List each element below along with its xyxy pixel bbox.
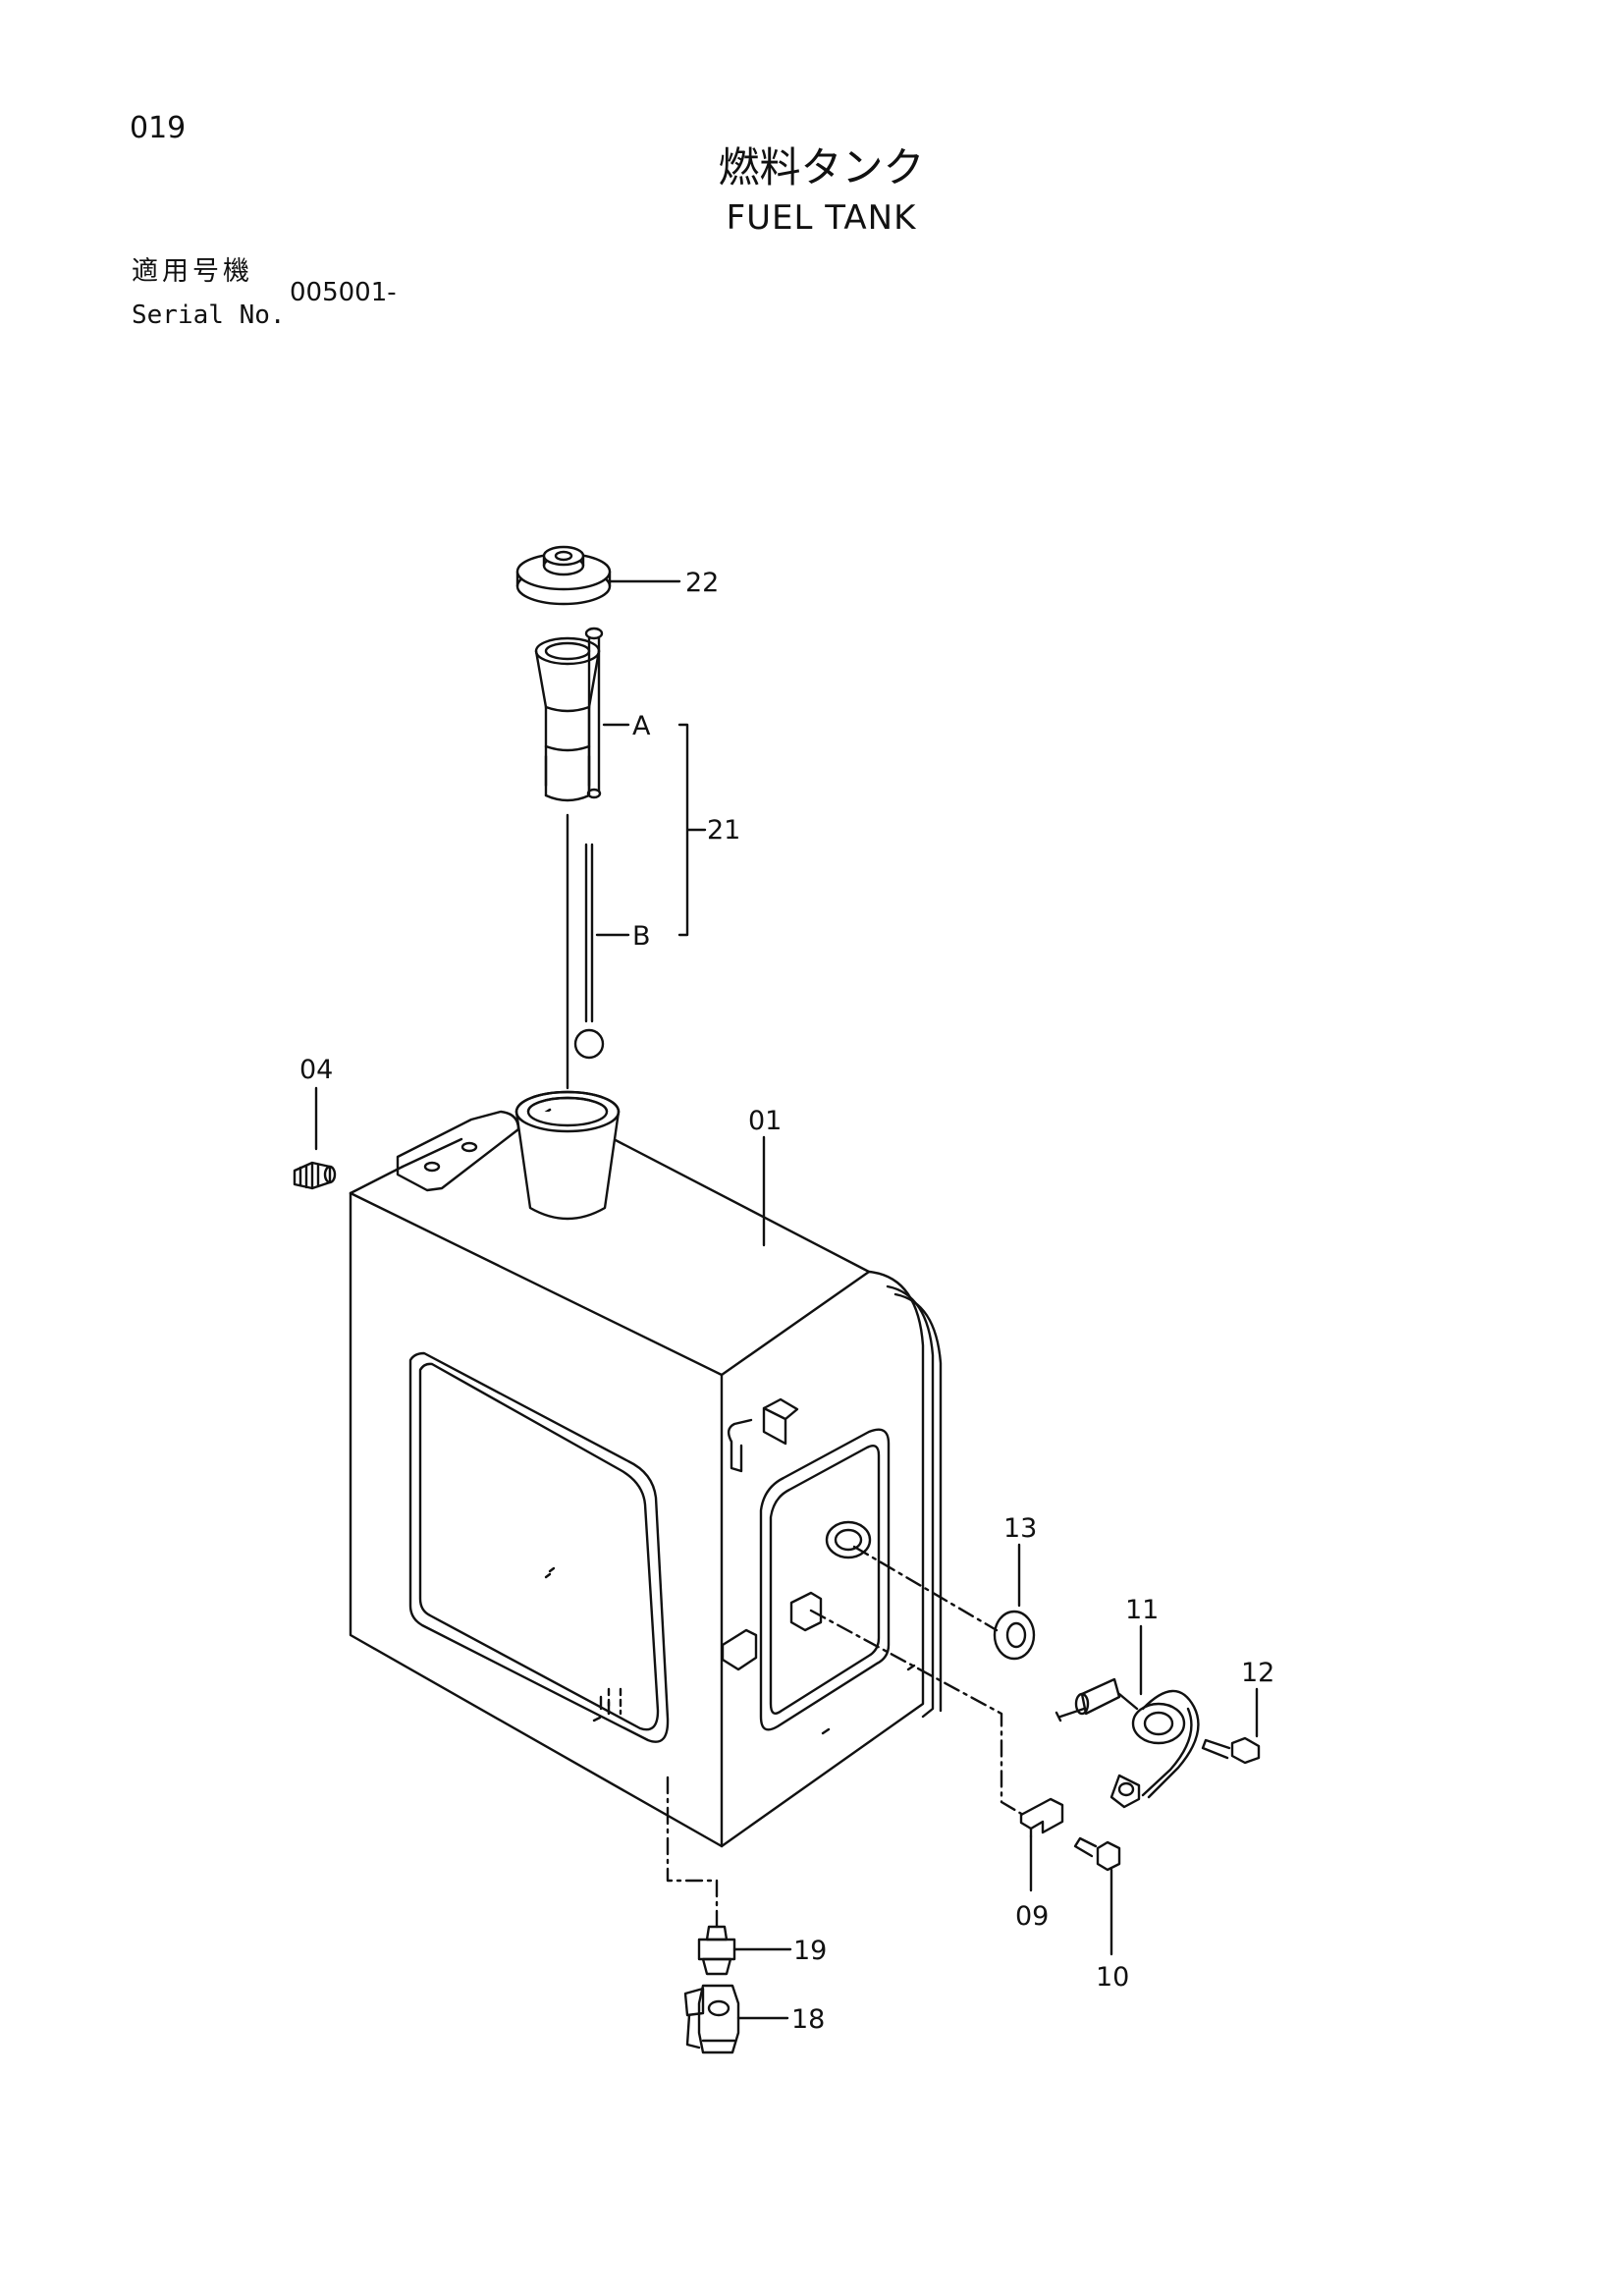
page-number: 019 bbox=[130, 111, 187, 145]
title-english: FUEL TANK bbox=[726, 198, 917, 238]
fuel-tank-part bbox=[349, 1090, 943, 1848]
title-japanese: 燃料タンク bbox=[718, 143, 925, 191]
drain-valve-part bbox=[683, 1984, 740, 2054]
callout-18: 18 bbox=[791, 2004, 825, 2035]
adapter-part bbox=[697, 1925, 736, 1976]
callout-A: A bbox=[632, 711, 651, 741]
gasket-part bbox=[993, 1610, 1036, 1661]
serial-label-japanese: 適用号機 bbox=[132, 256, 253, 287]
callout-B: B bbox=[632, 921, 651, 952]
assembly-line-gasket bbox=[852, 1545, 999, 1632]
callout-21: 21 bbox=[707, 815, 740, 846]
fuel-gauge-rod-part bbox=[573, 843, 605, 1060]
bracket-21 bbox=[595, 723, 707, 937]
callout-09: 09 bbox=[1015, 1901, 1049, 1932]
callout-10: 10 bbox=[1096, 1962, 1129, 1993]
callout-22: 22 bbox=[685, 568, 719, 598]
bracket-part bbox=[1019, 1797, 1064, 1838]
bolt-lower-part bbox=[1073, 1836, 1121, 1872]
callout-01: 01 bbox=[748, 1106, 782, 1136]
fuel-sender-part bbox=[1055, 1677, 1200, 1809]
serial-label-english: Serial No. bbox=[132, 301, 286, 330]
bolt-right-part bbox=[1201, 1736, 1261, 1765]
filler-cap-part bbox=[515, 545, 612, 606]
callout-13: 13 bbox=[1003, 1513, 1037, 1544]
callout-19: 19 bbox=[793, 1936, 827, 1966]
callout-12: 12 bbox=[1241, 1658, 1274, 1688]
serial-range: 005001- bbox=[290, 278, 397, 307]
fuel-strainer-part bbox=[534, 627, 604, 802]
plug-part bbox=[293, 1161, 337, 1190]
callout-04: 04 bbox=[299, 1055, 333, 1085]
assembly-line-bracket bbox=[809, 1609, 1025, 1817]
assembly-line-drain bbox=[666, 1776, 719, 1929]
callout-11: 11 bbox=[1125, 1595, 1159, 1625]
